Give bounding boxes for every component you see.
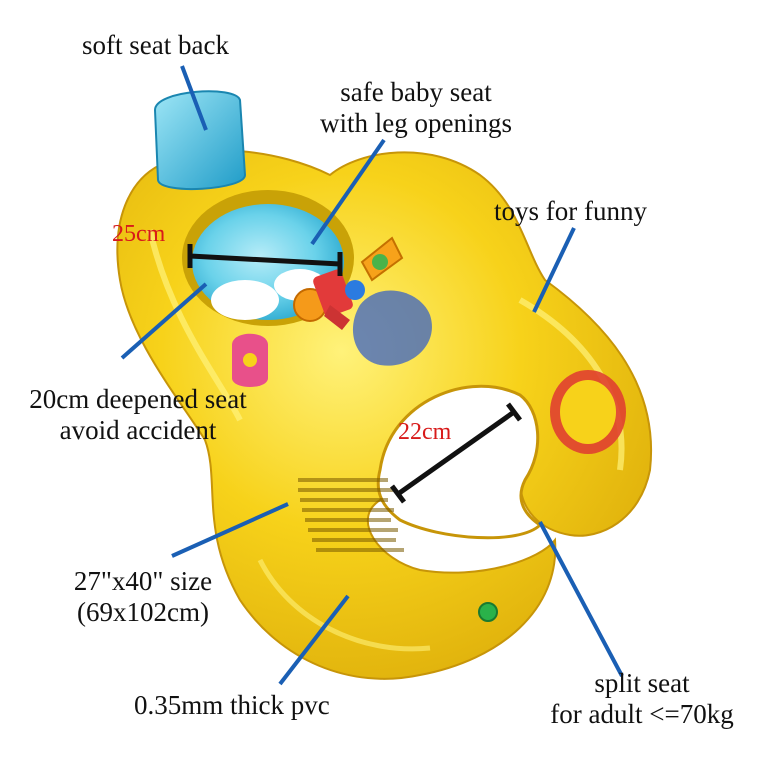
measure-baby-ring: 25cm <box>112 221 166 247</box>
pointer-size <box>171 502 289 558</box>
pointer-toys <box>532 227 576 313</box>
printed-warning-text <box>298 478 404 552</box>
measure-lines <box>187 244 522 504</box>
leg-opening-left <box>211 280 279 320</box>
label-deepened-seat: 20cm deepened seat avoid accident <box>29 384 247 445</box>
label-split-seat: split seat for adult <=70kg <box>550 668 734 729</box>
pointer-baby-seat <box>310 138 386 246</box>
label-toys: toys for funny <box>494 196 647 226</box>
brand-logo <box>352 290 432 366</box>
label-pvc-thickness: 0.35mm thick pvc <box>134 690 330 720</box>
pointer-deep-seat <box>120 282 208 360</box>
label-size: 27"x40" size (69x102cm) <box>73 566 213 627</box>
pointer-split-seat <box>538 521 624 677</box>
toys <box>293 236 404 330</box>
label-soft-seat-back: soft seat back <box>82 30 229 60</box>
label-safe-baby-seat: safe baby seat with leg openings <box>320 77 512 138</box>
air-valve <box>478 602 498 622</box>
measure-adult-ring: 22cm <box>398 419 452 445</box>
pointer-pvc <box>278 594 350 686</box>
pointer-seat-back <box>180 65 208 131</box>
seat-back <box>153 90 247 190</box>
pointer-lines <box>120 65 624 686</box>
